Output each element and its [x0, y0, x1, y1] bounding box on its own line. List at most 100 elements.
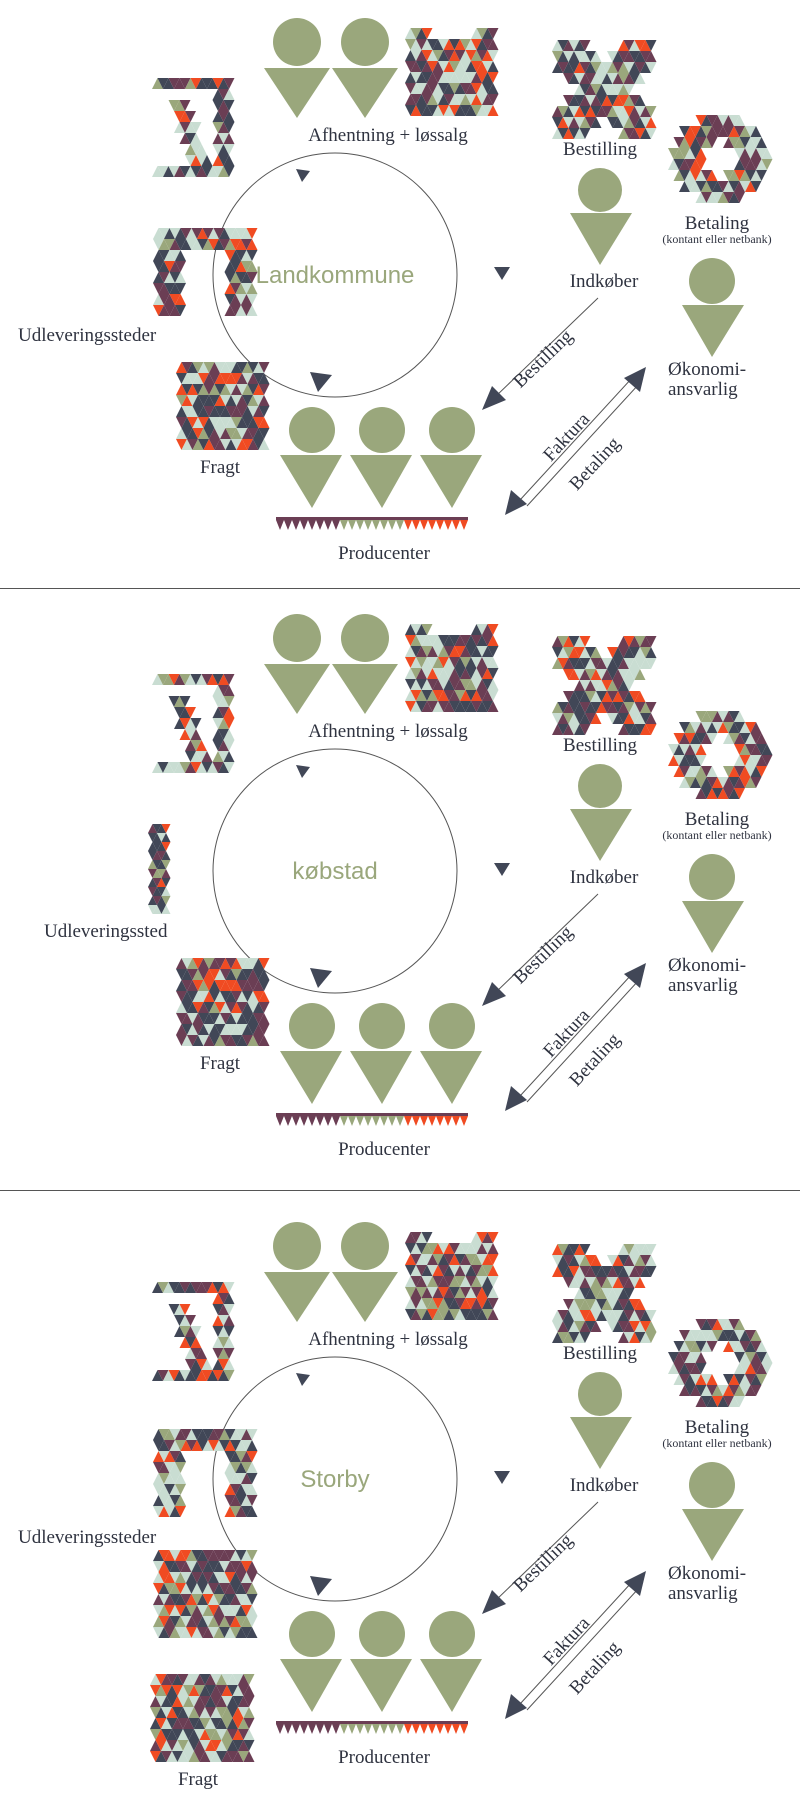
mosaic-triangle [563, 73, 574, 84]
mosaic-triangle [212, 1348, 224, 1359]
mosaic-triangle [634, 128, 646, 139]
mosaic-triangle [701, 733, 712, 744]
mosaic-triangle [201, 1370, 213, 1381]
mosaic-triangle [241, 261, 252, 272]
mosaic-triangle [734, 1374, 745, 1385]
mosaic-triangle [212, 111, 224, 122]
mosaic-triangle [712, 1330, 723, 1341]
mosaic-triangle [706, 1341, 718, 1352]
mosaic-triangle [225, 969, 237, 980]
mosaic-triangle [585, 1266, 596, 1277]
mosaic-triangle [246, 305, 258, 316]
mosaic-triangle [235, 1550, 247, 1561]
mosaic-triangle [695, 192, 707, 203]
mosaic-triangle [427, 105, 438, 116]
mosaic-triangle [202, 1550, 214, 1561]
mosaic-triangle [449, 83, 460, 94]
mosaic-triangle [476, 1243, 488, 1254]
mosaic-triangle [220, 439, 231, 450]
mosaic-triangle [623, 51, 635, 62]
mosaic-triangle [191, 1583, 203, 1594]
mosaic-triangle [585, 647, 596, 658]
mosaic-triangle [645, 702, 657, 713]
mosaic-triangle [717, 1330, 729, 1341]
mosaic-triangle [745, 137, 756, 148]
mosaic-triangle [552, 106, 563, 117]
mosaic-triangle [596, 680, 607, 691]
mosaic-triangle [158, 272, 170, 283]
mosaic-triangle [487, 50, 499, 61]
mosaic-triangle [645, 128, 657, 139]
mosaic-triangle [225, 384, 237, 395]
mosaic-triangle [232, 1674, 244, 1685]
mosaic-triangle [232, 1718, 244, 1729]
mosaic-triangle [241, 1561, 252, 1572]
mosaic-triangle [612, 1310, 624, 1321]
mosaic-triangle [316, 1116, 324, 1126]
mosaic-triangle [218, 1304, 229, 1315]
mosaic-triangle [427, 50, 438, 61]
mosaic-triangle [410, 635, 422, 646]
mosaic-triangle [152, 851, 162, 860]
mosaic-triangle [750, 181, 762, 192]
mosaic-triangle [187, 373, 198, 384]
mosaic-triangle [223, 166, 235, 177]
mosaic-triangle [585, 713, 596, 724]
mosaic-triangle [148, 851, 157, 860]
mosaic-triangle [487, 679, 499, 690]
mosaic-triangle [180, 1627, 192, 1638]
mosaic-triangle [202, 239, 214, 250]
mosaic-triangle [205, 1685, 216, 1696]
mosaic-triangle [218, 740, 229, 751]
mosaic-triangle [169, 250, 181, 261]
mosaic-triangle [192, 406, 204, 417]
mosaic-triangle [253, 969, 264, 980]
mosaic-triangle [216, 1740, 227, 1751]
mosaic-triangle [574, 1266, 585, 1277]
mosaic-triangle [618, 691, 629, 702]
mosaic-triangle [471, 1265, 482, 1276]
mosaic-triangle [410, 690, 422, 701]
mosaic-triangle [225, 373, 237, 384]
mosaic-triangle [225, 1024, 237, 1035]
mosaic-triangle [585, 1310, 596, 1321]
mosaic-triangle [161, 1707, 172, 1718]
mosaic-triangle [634, 51, 646, 62]
mosaic-triangle [164, 1583, 175, 1594]
mosaic-triangle [212, 674, 224, 685]
mosaic-triangle [460, 72, 471, 83]
mosaic-triangle [203, 969, 215, 980]
mosaic-triangle [405, 624, 416, 635]
mosaic-triangle [640, 1332, 651, 1343]
mosaic-triangle [246, 1605, 258, 1616]
mosaic-triangle [236, 958, 248, 969]
mosaic-triangle [712, 788, 723, 799]
mosaic-triangle [203, 373, 215, 384]
mosaic-triangle [618, 702, 629, 713]
mosaic-triangle [190, 740, 202, 751]
mosaic-triangle [168, 674, 180, 685]
mosaic-triangle [158, 305, 170, 316]
mosaic-triangle [734, 170, 745, 181]
mosaic-triangle [157, 869, 166, 878]
mosaic-triangle [175, 1429, 186, 1440]
mosaic-triangle [356, 1724, 364, 1734]
mosaic-triangle [629, 636, 640, 647]
mosaic-triangle [152, 878, 162, 887]
mosaic-triangle [596, 73, 607, 84]
mosaic-triangle [579, 51, 591, 62]
mosaic-triangle [175, 1484, 186, 1495]
mosaic-triangle [242, 439, 253, 450]
mosaic-triangle [476, 1287, 488, 1298]
mosaic-triangle [465, 679, 477, 690]
mosaic-triangle [460, 83, 471, 94]
mosaic-triangle [192, 1024, 204, 1035]
mosaic-triangle [410, 701, 422, 712]
mosaic-triangle [706, 1385, 718, 1396]
mosaic-triangle [247, 1024, 259, 1035]
mosaic-triangle [629, 713, 640, 724]
mosaic-triangle [198, 1002, 209, 1013]
mosaic-triangle [225, 991, 237, 1002]
mosaic-triangle [148, 896, 157, 905]
mosaic-triangle [241, 1462, 252, 1473]
